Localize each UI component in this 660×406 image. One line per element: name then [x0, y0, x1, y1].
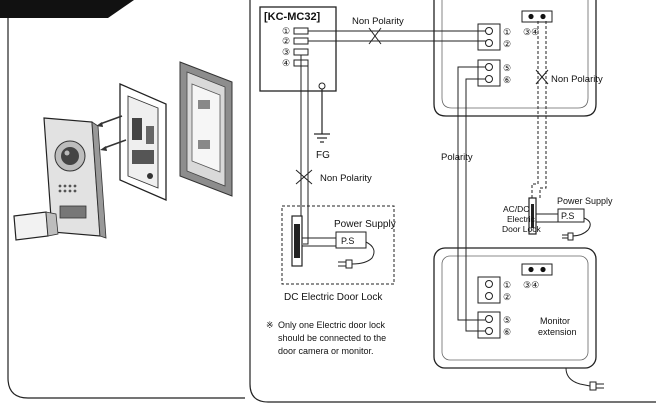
monitor-extension-terminal-5: ⑤ [503, 315, 511, 325]
ps-right-label: P.S [561, 211, 574, 221]
monitor-main-terminal-5: ⑤ [503, 63, 511, 73]
kc-mc32-controller: [KC-MC32] ① ② ③ ④ [259, 6, 337, 92]
mounting-bracket [119, 83, 167, 201]
fg-terminal [318, 82, 326, 90]
note-symbol: ※ [266, 320, 274, 330]
monitor-main-dip-switch [521, 10, 553, 23]
monitor-doorlock-wires [531, 21, 549, 198]
controller-model-label: [KC-MC32] [264, 11, 321, 23]
dc-door-lock [281, 205, 395, 285]
non-polarity-top-label: Non Polarity [352, 16, 404, 27]
power-supply-right-label: Power Supply [557, 196, 613, 206]
wall-box [179, 61, 233, 197]
ac-dc-door-lock [528, 197, 537, 235]
controller-terminal-1: ① [282, 26, 290, 36]
power-supply-left [302, 231, 375, 269]
header-tab [0, 0, 134, 18]
rain-cover [13, 211, 59, 241]
product-illustration [13, 61, 233, 241]
monitor-main-terminal-2: ② [503, 39, 511, 49]
monitor-main-terminal-1: ① [503, 27, 511, 37]
controller-terminal-3: ③ [282, 47, 290, 57]
monitor-interconnect-wires [457, 66, 485, 332]
monitor-extension-label-line1: Monitor [540, 316, 570, 326]
monitor-main-terminal-6: ⑥ [503, 75, 511, 85]
monitor-extension-terminal-1: ① [503, 280, 511, 290]
ac-dc-lock-label-line2: Electric [507, 214, 536, 224]
monitor-extension-power-cord [565, 367, 604, 391]
controller-terminal-2: ② [282, 36, 290, 46]
door-camera-unit [43, 117, 107, 239]
ps-left-label: P.S [341, 236, 354, 246]
controller-terminal-4: ④ [282, 58, 290, 68]
controller-monitor-wires [308, 27, 486, 45]
note: ※ Only one Electric door lock should be … [266, 320, 386, 356]
non-polarity-right-label: Non Polarity [551, 74, 603, 85]
ground-symbol [314, 89, 330, 143]
power-supply-right [536, 208, 591, 241]
monitor-extension-label-line2: extension [538, 327, 577, 337]
fg-label: FG [316, 150, 330, 161]
ac-dc-lock-label-line1: AC/DC [503, 204, 529, 214]
monitor-extension-terminal-2: ② [503, 292, 511, 302]
right-panel [249, 0, 656, 403]
polarity-label: Polarity [441, 152, 473, 163]
power-supply-left-label: Power Supply [334, 219, 396, 230]
note-line-3: door camera or monitor. [278, 346, 374, 356]
ac-dc-lock-label-line3: Door Lock [502, 224, 541, 234]
monitor-main-switch-label: ③④ [523, 27, 539, 37]
non-polarity-mid-label: Non Polarity [320, 173, 372, 184]
monitor-extension-terminal-6: ⑥ [503, 327, 511, 337]
monitor-extension: ③④ ① ② ⑤ ⑥ Monitor extension [433, 247, 597, 369]
monitor-extension-switch-label: ③④ [523, 280, 539, 290]
dc-lock-caption: DC Electric Door Lock [284, 292, 383, 303]
note-line-1: Only one Electric door lock [278, 320, 386, 330]
left-panel [0, 0, 245, 399]
monitor-extension-dip-switch [521, 263, 553, 276]
note-line-2: should be connected to the [278, 333, 386, 343]
